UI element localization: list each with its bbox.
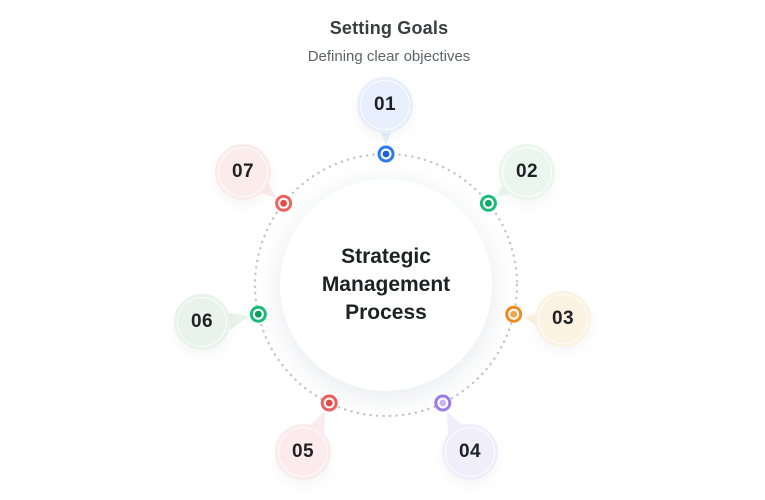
step-bubble-02: 02 [499, 144, 555, 200]
center-label: Strategic Management Process [321, 245, 451, 324]
step-connector-07 [253, 177, 293, 212]
step-number: 03 [552, 308, 574, 329]
step-bubble-01: 01 [357, 77, 413, 133]
step-number: 02 [516, 161, 538, 182]
active-step-header: Setting Goals Defining clear objectives [308, 18, 471, 65]
step-number: 04 [459, 441, 481, 462]
step-number: 06 [191, 311, 213, 332]
active-step-title: Setting Goals [329, 18, 449, 38]
step-number: 05 [292, 441, 314, 462]
step-bubble-06: 06 [174, 294, 230, 350]
step-bubble-05: 05 [275, 424, 331, 480]
center-circle: Strategic Management Process [280, 179, 492, 391]
step-number: 01 [374, 94, 396, 115]
step-bubble-03: 03 [535, 291, 591, 347]
bubble-tail-icon [226, 312, 250, 330]
step-bubble-04: 04 [442, 424, 498, 480]
step-bubble-07: 07 [215, 144, 271, 200]
active-step-description: Defining clear objectives [307, 48, 471, 65]
step-connector-06 [226, 305, 267, 330]
step-number: 07 [232, 161, 254, 182]
